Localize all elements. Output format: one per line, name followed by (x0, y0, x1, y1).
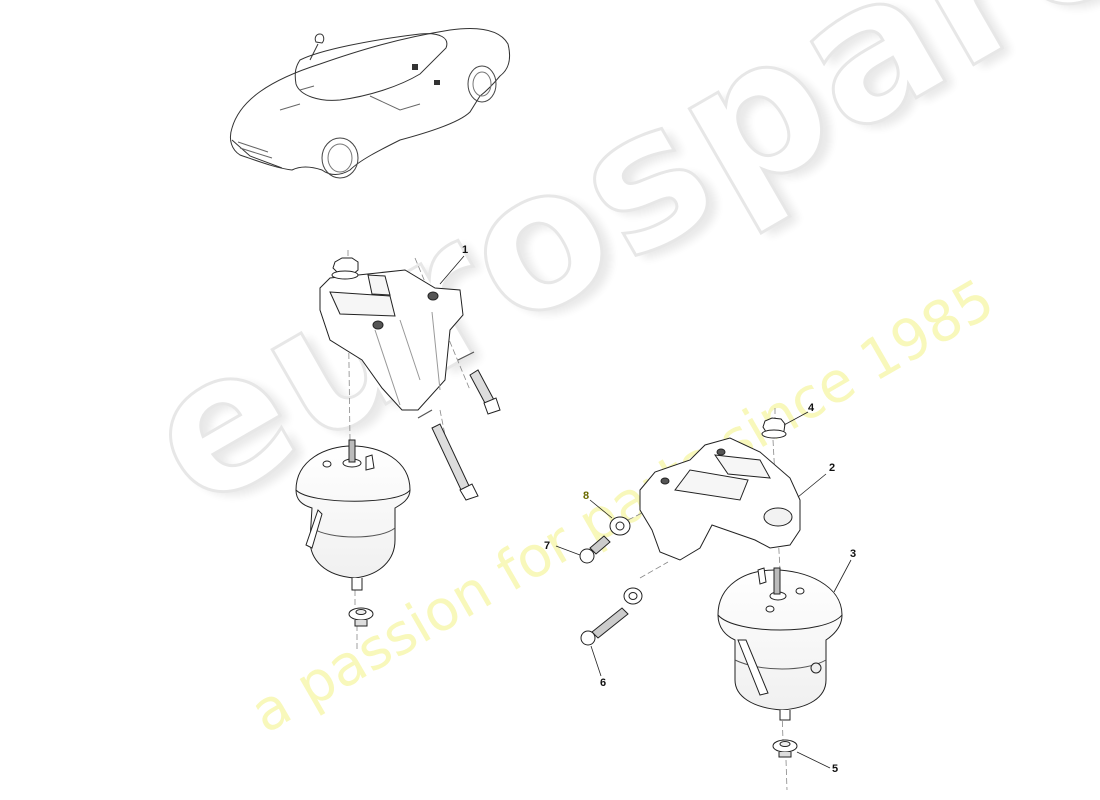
bolt-short-part1[interactable] (469, 369, 501, 415)
callout-leader-lines (439, 255, 852, 769)
car-outline-icon (229, 28, 511, 179)
part-5-nut[interactable] (772, 739, 798, 758)
callout-1[interactable]: 1 (462, 244, 469, 256)
part-4-flange-nut[interactable] (761, 417, 787, 439)
part-3-engine-mount-right[interactable] (717, 567, 843, 721)
callout-5[interactable]: 5 (832, 763, 839, 775)
callout-4[interactable]: 4 (808, 402, 815, 414)
callout-7[interactable]: 7 (544, 540, 551, 552)
spacer-shims (417, 351, 475, 419)
part-1-bracket-left[interactable] (319, 269, 464, 411)
nut-left-mount-bottom[interactable] (348, 607, 374, 627)
part-6-bolt-long[interactable] (580, 607, 629, 646)
callout-3[interactable]: 3 (850, 548, 857, 560)
flange-nut-top-left[interactable] (331, 257, 359, 280)
callout-2[interactable]: 2 (829, 462, 836, 474)
bolt-long-part1[interactable] (431, 423, 479, 501)
callout-6[interactable]: 6 (600, 677, 607, 689)
part-2-bracket-right[interactable] (639, 437, 801, 561)
callout-8[interactable]: 8 (583, 490, 590, 502)
part-engine-mount-left[interactable] (295, 439, 411, 591)
part-8-washer[interactable] (609, 516, 631, 536)
washer-lower[interactable] (623, 587, 643, 605)
part-7-bolt-short[interactable] (579, 535, 611, 564)
